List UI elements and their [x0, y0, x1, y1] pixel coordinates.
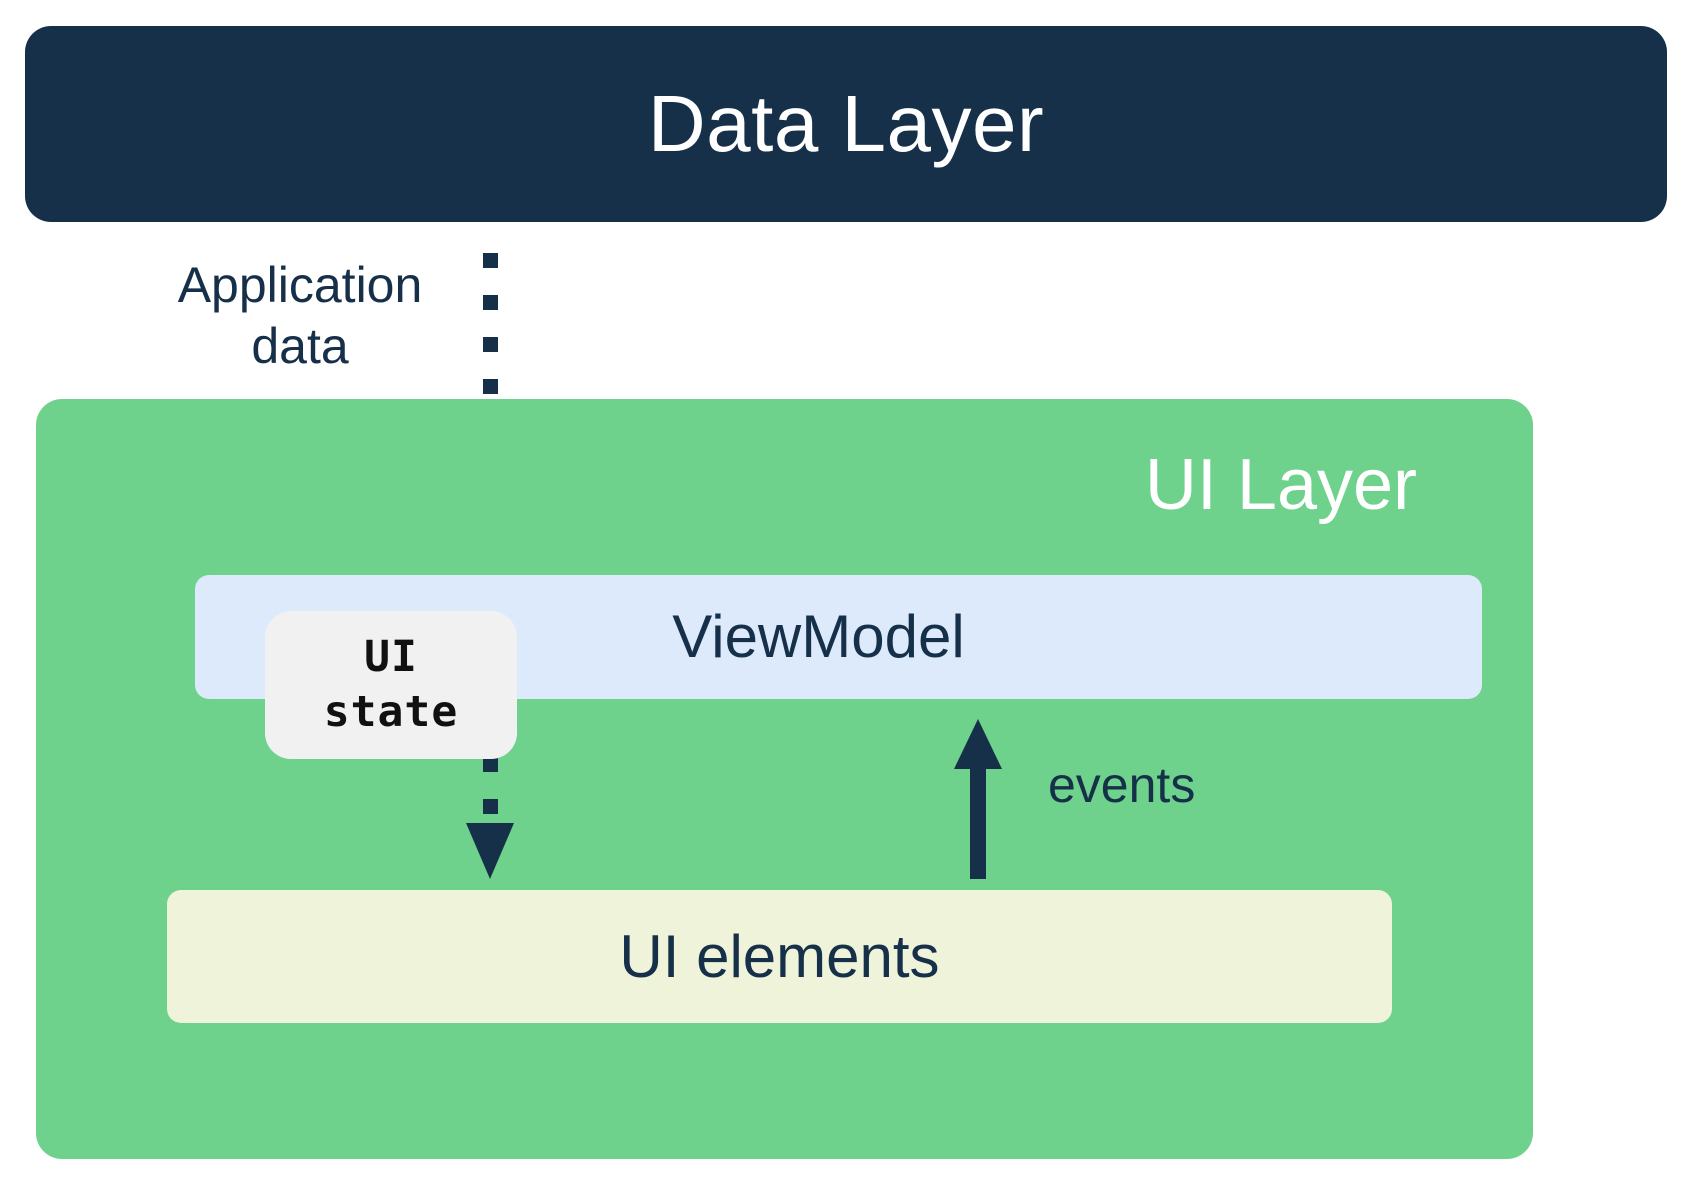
application-data-label-line1: Application [177, 257, 423, 313]
ui-state-line-2: state [323, 687, 459, 737]
ui-layer-box: UI Layer [36, 399, 1533, 1159]
events-label: events [1048, 757, 1196, 813]
ui-state-dotted-line [483, 757, 498, 834]
ui-state-chip: UI state [265, 611, 517, 759]
viewmodel-label: ViewModel [672, 603, 965, 670]
data-layer-title: Data Layer [647, 79, 1045, 168]
application-data-label-line2: data [251, 318, 349, 374]
application-data-label: Application data [140, 255, 460, 377]
ui-state-arrowhead-icon [466, 823, 514, 879]
ui-elements-label: UI elements [619, 922, 940, 990]
ui-elements-box: UI elements [167, 890, 1392, 1023]
data-layer-box: Data Layer [25, 26, 1667, 222]
ui-state-line-1: UI [364, 631, 418, 682]
events-arrow-icon [954, 719, 1002, 879]
events-arrow-shaft [970, 764, 986, 879]
ui-layer-title: UI Layer [1144, 445, 1417, 525]
events-arrowhead-icon [954, 719, 1002, 769]
